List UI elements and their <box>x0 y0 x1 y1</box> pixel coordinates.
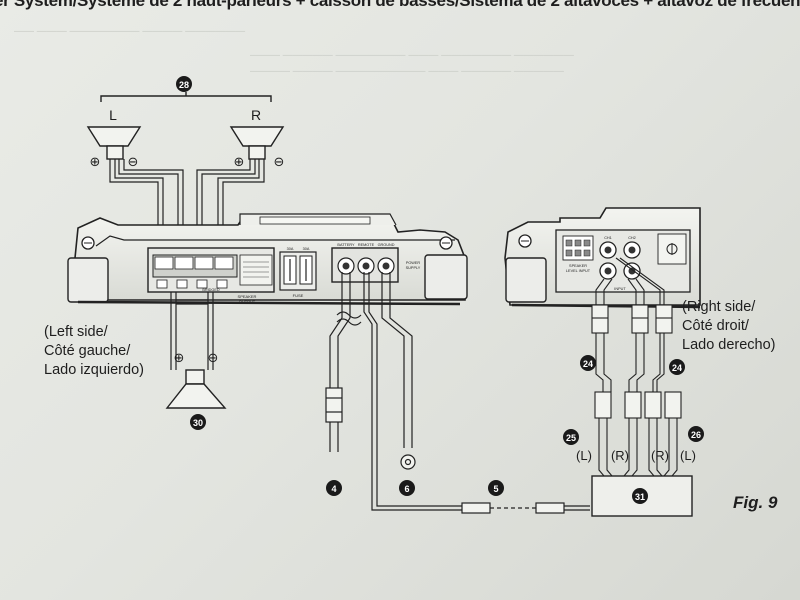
callout-31: 31 <box>632 488 648 504</box>
left-side-label: (Left side/ Côté gauche/ Lado izquierdo) <box>44 323 144 380</box>
subwoofer-icon <box>165 369 227 409</box>
speaker-wires <box>109 159 265 255</box>
fuse-label: FUSE <box>293 293 304 298</box>
svg-text:25: 25 <box>566 433 576 443</box>
callout-6: 6 <box>399 480 415 496</box>
remote-cable <box>363 272 590 514</box>
power-supply-label-2: SUPPLY <box>406 266 421 270</box>
left-side-label-line: Côté gauche/ <box>44 343 131 359</box>
speaker-output-label-2: OUTPUT <box>239 299 256 304</box>
right-side-label-line: (Right side/ <box>682 299 756 315</box>
speaker-label-right: R <box>251 107 261 123</box>
svg-text:30: 30 <box>193 418 203 428</box>
input-label: INPUT <box>614 287 626 291</box>
page-header: er System/Système de 2 haut-parleurs + c… <box>0 0 800 10</box>
rca-label-r2: (R) <box>651 448 669 463</box>
power-supply-label-1: POWER <box>406 261 421 265</box>
plus-icon: ⊕ <box>90 155 101 170</box>
svg-text:28: 28 <box>179 80 189 90</box>
right-side-label: (Right side/ Côté droit/ Lado derecho) <box>682 298 776 355</box>
svg-text:6: 6 <box>404 484 409 494</box>
rca-cables <box>591 257 682 477</box>
plus-icon: ⊕ <box>174 351 185 366</box>
speaker-label-left: L <box>109 107 117 123</box>
svg-text:31: 31 <box>635 492 645 502</box>
battery-cable <box>325 272 362 452</box>
faded-text: ———— ———— ————————— ——— ————— ————— <box>250 66 564 77</box>
minus-icon: ⊖ <box>274 155 285 170</box>
minus-icon: ⊖ <box>128 155 139 170</box>
speaker-pair-bracket <box>100 92 272 102</box>
rca-label-r1: (R) <box>611 448 629 463</box>
minus-icon: ⊖ <box>208 351 219 366</box>
left-side-label-line: Lado izquierdo) <box>44 362 144 378</box>
callout-25: 25 <box>563 429 579 445</box>
left-speaker-icon <box>86 126 142 160</box>
ground-cable <box>381 272 416 470</box>
speaker-level-input-label-1: SPEAKER <box>569 264 587 268</box>
remote-label: REMOTE <box>358 243 375 247</box>
ground-label: GROUND <box>378 243 395 247</box>
ch1-label: CH1 <box>604 236 612 240</box>
speaker-level-input-label-2: LEVEL INPUT <box>566 269 591 273</box>
svg-text:24: 24 <box>583 359 593 369</box>
callout-4: 4 <box>326 480 342 496</box>
plus-icon: ⊕ <box>234 155 245 170</box>
svg-text:5: 5 <box>493 484 498 494</box>
subwoofer-wires <box>170 292 214 370</box>
fuse-block: 30A 30A FUSE <box>279 247 317 298</box>
faded-text: —— ——— ——————— ———— —————— <box>14 26 246 37</box>
svg-text:24: 24 <box>672 363 682 373</box>
speaker-output-label-1: SPEAKER <box>238 294 257 299</box>
callout-24-right: 24 <box>669 359 685 375</box>
svg-text:26: 26 <box>691 430 701 440</box>
amplifier-right: SPEAKER LEVEL INPUT CH1 CH2 INPUT <box>504 207 701 309</box>
rca-label-l1: (L) <box>576 448 592 463</box>
callout-28: 28 <box>176 76 192 92</box>
rca-label-l2: (L) <box>680 448 696 463</box>
callout-24-left: 24 <box>580 355 596 371</box>
battery-label: BATTERY <box>337 243 355 247</box>
callout-26: 26 <box>688 426 704 442</box>
faded-text: ——— ————— ——————— ——— ——————— —————— <box>250 50 574 61</box>
right-side-label-line: Côté droit/ <box>682 318 749 334</box>
svg-text:4: 4 <box>331 484 336 494</box>
left-side-label-line: (Left side/ <box>44 324 108 340</box>
bridged-label: BRIDGED <box>202 288 220 292</box>
figure-label: Fig. 9 <box>733 493 778 512</box>
power-terminals: BATTERY REMOTE GROUND POWER SUPPLY <box>331 243 421 283</box>
right-side-label-line: Lado derecho) <box>682 337 776 353</box>
fuse-rating-2: 30A <box>303 247 310 251</box>
callout-30: 30 <box>190 414 206 430</box>
ch2-label: CH2 <box>628 236 636 240</box>
callout-5: 5 <box>488 480 504 496</box>
right-speaker-icon <box>229 126 285 160</box>
fuse-rating-1: 30A <box>287 247 294 251</box>
speaker-output-terminals: BRIDGED SPEAKER OUTPUT <box>147 247 275 304</box>
